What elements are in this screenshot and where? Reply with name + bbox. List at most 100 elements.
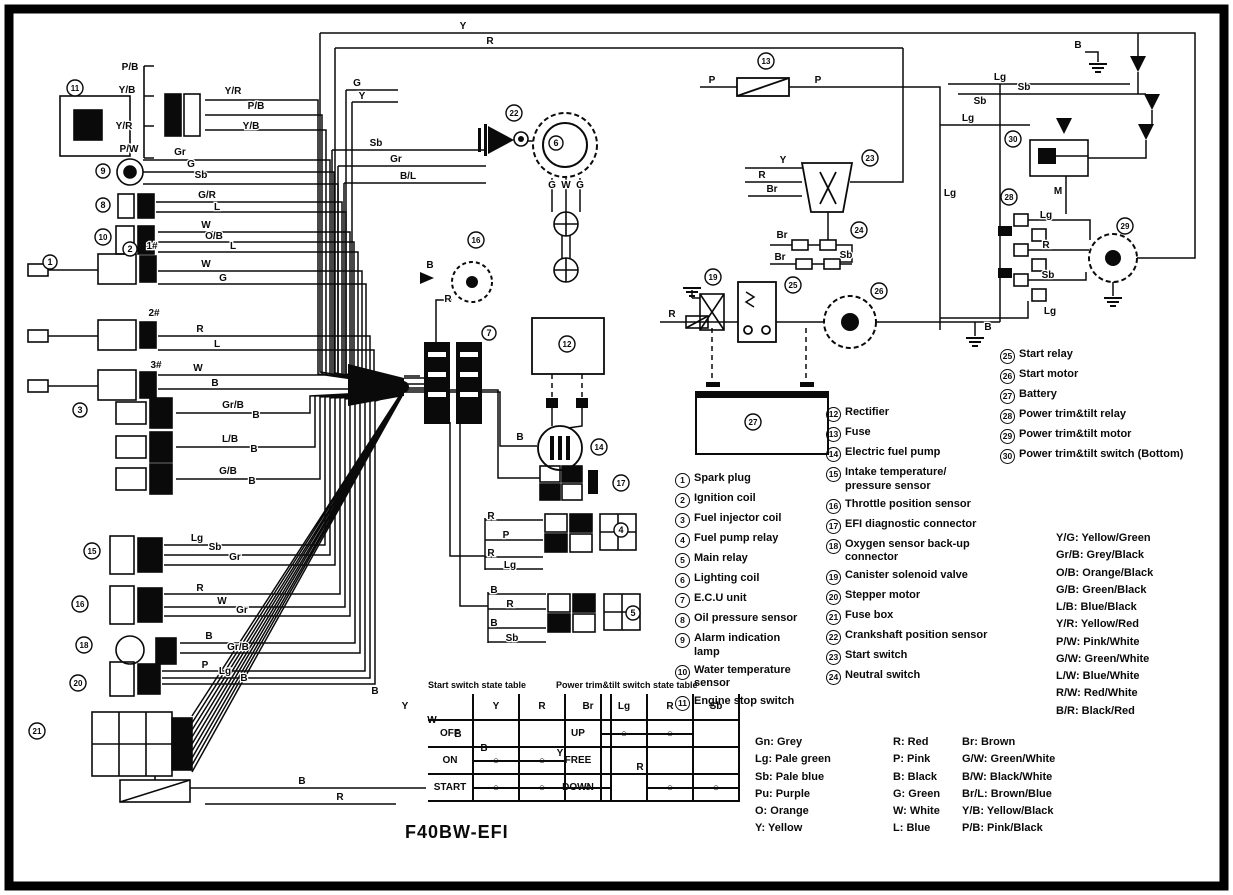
- svg-text:5: 5: [630, 608, 635, 618]
- circled-number: 27: [1000, 389, 1015, 404]
- circled-number: 28: [1000, 409, 1015, 424]
- legend-label: Crankshaft position sensor: [845, 629, 988, 641]
- wire-label: W: [217, 596, 227, 607]
- svg-text:9: 9: [100, 166, 105, 176]
- svg-text:13: 13: [762, 57, 771, 66]
- wire-label: Gr: [229, 552, 241, 563]
- wire-label: 1#: [146, 241, 158, 252]
- wire-label: Gr/B: [222, 400, 244, 411]
- wire-label: 2#: [148, 308, 160, 319]
- component-marker-16: 16: [467, 231, 485, 249]
- circled-number: 19: [826, 570, 841, 585]
- wire-label: Y: [780, 155, 787, 166]
- circled-number: 5: [675, 553, 690, 568]
- circled-number: 29: [1000, 429, 1015, 444]
- color-code-line: Gn: Grey: [755, 736, 803, 748]
- color-code-line: P/B: Pink/Black: [962, 822, 1043, 835]
- legend-label: Power trim&tilt relay: [1019, 408, 1126, 420]
- wire-label: L/B: [222, 434, 238, 445]
- svg-text:27: 27: [749, 418, 758, 427]
- power-trim-tilt-relay: [1029, 56, 1160, 177]
- table-corner: [428, 694, 474, 721]
- circled-number: 21: [826, 610, 841, 625]
- svg-text:20: 20: [74, 679, 83, 688]
- page-border: [4, 4, 1229, 891]
- legend-label: Intake temperature/ pressure sensor: [845, 466, 947, 492]
- color-code-line: R/W: Red/White: [1056, 687, 1138, 700]
- component-marker-24: 24: [850, 221, 868, 239]
- fuel-injector-connectors: [115, 397, 173, 495]
- power-trim-tilt-motor: [1088, 233, 1138, 283]
- svg-text:16: 16: [76, 600, 85, 609]
- circled-number: 4: [675, 533, 690, 548]
- fuse-box: [91, 711, 193, 803]
- color-code-line: B/R: Black/Red: [1056, 704, 1135, 717]
- wire-label: G/R: [198, 190, 217, 201]
- wire-label: G: [353, 78, 361, 89]
- wire-label: P/W: [120, 144, 139, 155]
- wire-label: B: [516, 432, 523, 443]
- wire-label: Lg: [219, 666, 231, 677]
- color-code-line: Gr/B: Grey/Black: [1056, 549, 1145, 562]
- wire-label: P/B: [122, 62, 139, 73]
- wire-label: Y: [460, 21, 467, 32]
- oxygen-sensor-backup-connector: [115, 635, 177, 665]
- harness-junction: [348, 364, 409, 406]
- circled-number: 9: [675, 633, 690, 648]
- wire-harness: [143, 32, 1138, 805]
- wire-label: Lg: [962, 113, 974, 124]
- component-marker-28: 28: [1000, 188, 1018, 206]
- color-code-line: B: Black: [893, 770, 938, 783]
- svg-text:28: 28: [1005, 193, 1014, 202]
- component-marker-5: 5: [625, 605, 641, 621]
- circled-number: 16: [826, 498, 841, 514]
- wire-label: Lg: [1044, 306, 1056, 317]
- wire-label: B: [371, 686, 378, 697]
- wire-label: R: [196, 324, 204, 335]
- wire-label: B: [426, 260, 433, 271]
- svg-text:10: 10: [99, 233, 108, 242]
- wire-label: Sb: [1018, 82, 1031, 93]
- wire-label: P: [815, 75, 822, 86]
- component-marker-8: 8: [95, 197, 111, 213]
- main-relay: [547, 593, 641, 633]
- legend-label: Rectifier: [845, 406, 890, 418]
- wire-label: R: [486, 36, 494, 47]
- canister-solenoid-valve: [699, 293, 725, 331]
- legend-label: Fuse: [845, 426, 871, 438]
- color-code-line: Br: Brown: [962, 736, 1016, 748]
- component-marker-1: 1: [42, 254, 58, 270]
- circled-number: 6: [675, 573, 690, 588]
- circled-number: 12: [826, 407, 841, 422]
- wire-label: G: [576, 180, 584, 191]
- component-marker-2: 2: [122, 241, 138, 257]
- circled-number: 8: [675, 613, 690, 628]
- legend-label: Power trim&tilt motor: [1019, 428, 1132, 440]
- table-cell: [646, 746, 694, 775]
- table-cell: ○: [646, 719, 694, 748]
- wire-label: P: [709, 75, 716, 86]
- table-col-header: Lg: [600, 694, 648, 721]
- wire-label: B: [298, 776, 305, 787]
- component-marker-12: 12: [558, 335, 576, 353]
- throttle-position-sensor-connector: [109, 585, 163, 625]
- wire-label: R: [196, 583, 204, 594]
- circled-number: 23: [826, 650, 841, 665]
- component-marker-23: 23: [861, 149, 879, 167]
- color-code-line: G/B: Green/Black: [1056, 583, 1147, 596]
- alarm-indication-lamp: [116, 158, 144, 186]
- wire-label: Gr: [390, 154, 402, 165]
- component-marker-18: 18: [75, 636, 93, 654]
- wire-label: Y: [402, 701, 409, 712]
